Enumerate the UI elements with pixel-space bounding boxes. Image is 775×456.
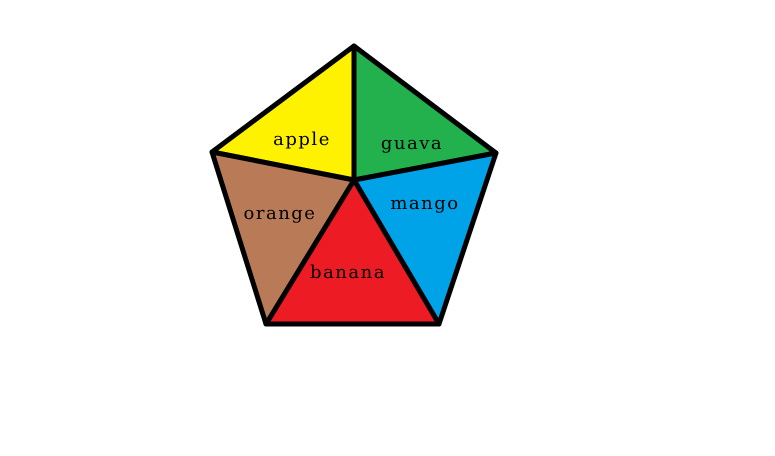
segment-orange — [209, 149, 357, 327]
label-apple: apple — [273, 129, 331, 150]
label-guava: guava — [381, 133, 443, 154]
label-orange: orange — [244, 203, 317, 224]
label-banana: banana — [310, 262, 386, 283]
label-mango: mango — [390, 193, 459, 214]
